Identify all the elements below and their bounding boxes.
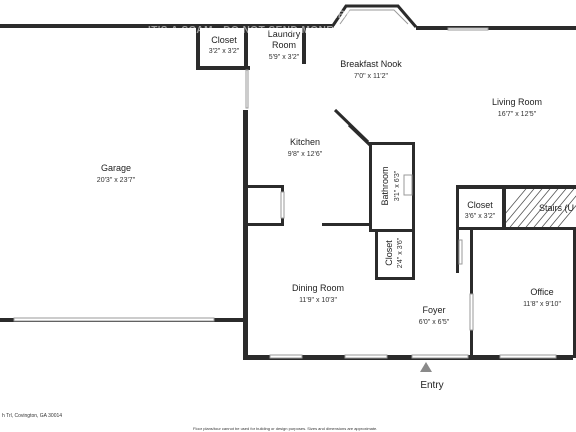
- room-dims: 6'0" x 6'5": [419, 319, 450, 326]
- room-label-dining-room: Dining Room 11'9" x 10'3": [292, 283, 344, 304]
- room-name: Dining Room: [292, 283, 344, 293]
- room-label-bathroom: Bathroom 3'1" x 6'3": [380, 166, 401, 205]
- room-dims: 3'1" x 6'3": [394, 170, 401, 201]
- room-dims: 7'0" x 11'2": [354, 73, 388, 80]
- windows: [13, 27, 557, 359]
- room-dims: 11'9" x 10'3": [299, 297, 337, 304]
- room-dims: 3'6" x 3'2": [465, 213, 496, 220]
- room-dims: 3'2" x 3'2": [209, 48, 240, 55]
- room-name-line2: Room: [272, 40, 296, 50]
- room-name: Kitchen: [290, 137, 320, 147]
- entry-arrow-icon: [420, 362, 432, 372]
- footer-disclaimer: Floor plans/tour cannot be used for buil…: [193, 426, 378, 431]
- room-dims: 2'4" x 3'6": [397, 237, 404, 268]
- stairs-hatch: [506, 189, 576, 227]
- room-label-breakfast-nook: Breakfast Nook 7'0" x 11'2": [340, 59, 402, 80]
- room-label-living-room: Living Room 16'7" x 12'5": [492, 97, 542, 118]
- watermark-line2: IT'S A SCAM - DO NOT SEND MONEY: [148, 25, 341, 36]
- room-name: Closet: [384, 240, 394, 266]
- room-label-garage: Garage 20'3" x 23'7": [97, 163, 136, 184]
- room-label-closet-small: Closet 2'4" x 3'6": [384, 237, 404, 268]
- room-label-stairs: Stairs (U: [539, 203, 574, 213]
- room-dims: 20'3" x 23'7": [97, 177, 136, 184]
- watermark-line1: IF YOU SEE THIS LISTING ON CRAIGSLIST OR…: [38, 9, 373, 21]
- room-name: Closet: [467, 200, 493, 210]
- room-name: Garage: [101, 163, 131, 173]
- room-name: Office: [530, 287, 553, 297]
- room-dims: 9'8" x 12'6": [288, 151, 323, 158]
- room-name: Stairs (U: [539, 203, 574, 213]
- room-name: Bathroom: [380, 166, 390, 205]
- entry-label: Entry: [420, 380, 443, 391]
- room-name: Breakfast Nook: [340, 59, 402, 69]
- room-name-line1: Laundry: [268, 29, 301, 39]
- room-name: Closet: [211, 35, 237, 45]
- room-label-laundry: Laundry Room 5'9" x 3'2": [268, 29, 301, 61]
- room-label-closet-top: Closet 3'2" x 3'2": [209, 35, 240, 55]
- room-dims: 11'8" x 9'10": [523, 301, 561, 308]
- room-dims: 5'9" x 3'2": [269, 54, 300, 61]
- room-label-office: Office 11'8" x 9'10": [523, 287, 561, 308]
- room-label-closet-right: Closet 3'6" x 3'2": [465, 200, 496, 220]
- room-name: Living Room: [492, 97, 542, 107]
- room-label-kitchen: Kitchen 9'8" x 12'6": [288, 137, 323, 158]
- room-dims: 16'7" x 12'5": [498, 111, 537, 118]
- room-name: Foyer: [422, 305, 445, 315]
- room-label-foyer: Foyer 6'0" x 6'5": [419, 305, 450, 326]
- footer-address: h Trl, Covington, GA 30014: [2, 413, 63, 419]
